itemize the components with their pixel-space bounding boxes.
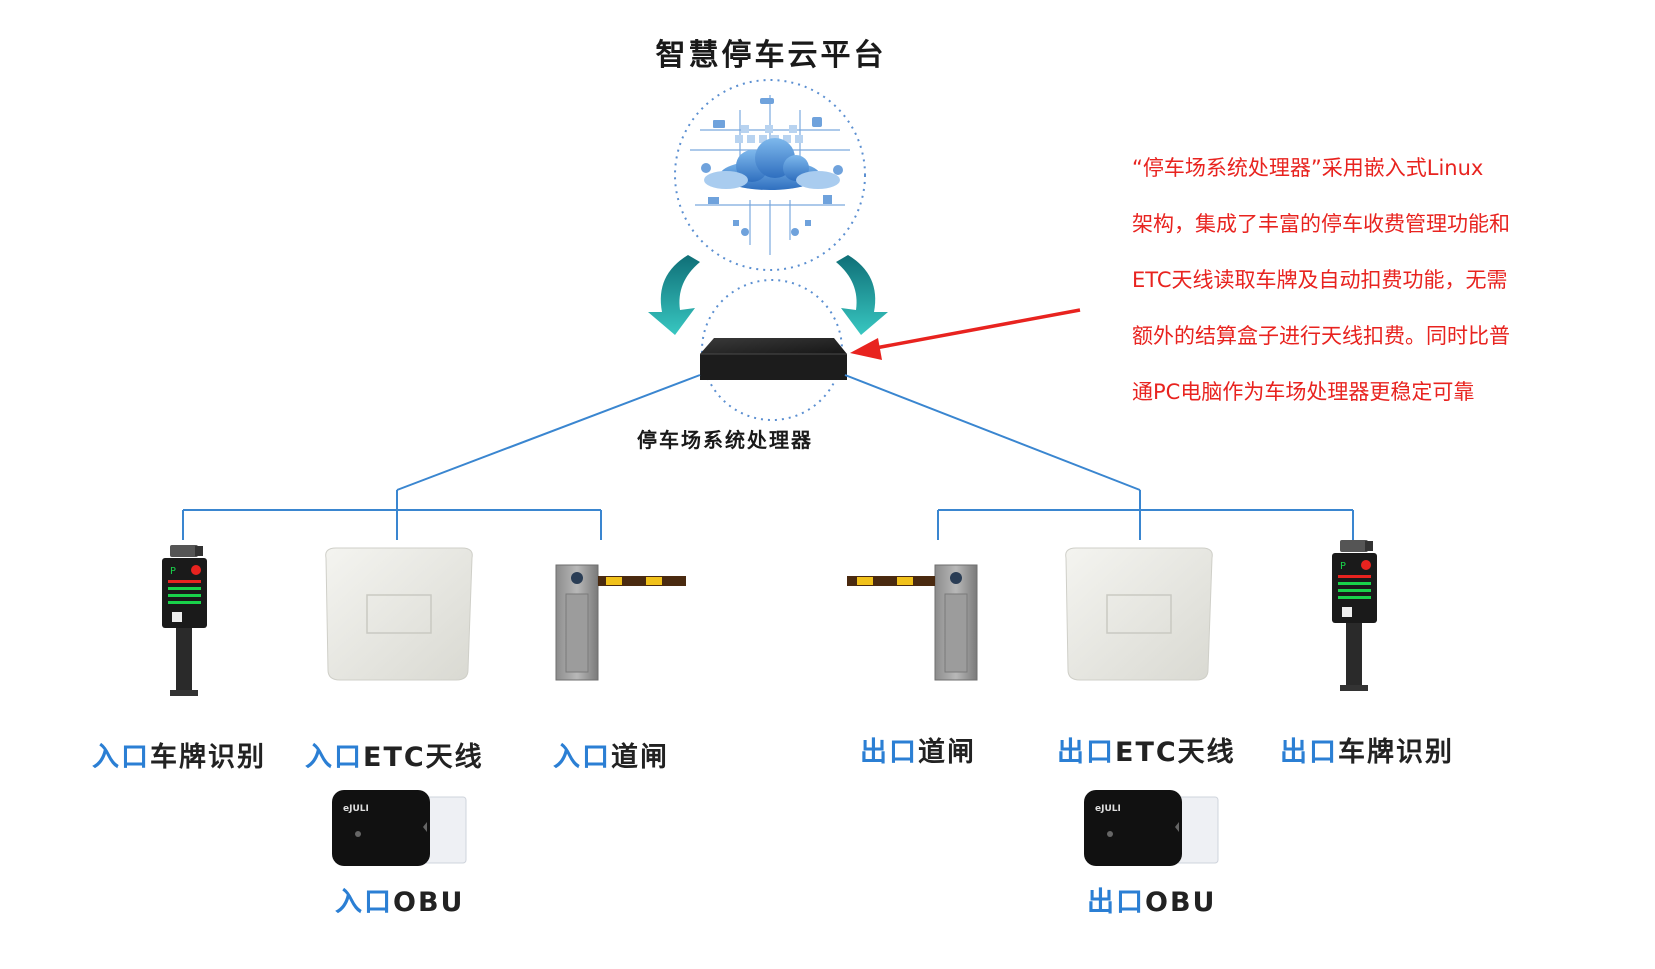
- entry-obu-prefix: 入口: [335, 887, 393, 918]
- right-down-arrow: [836, 255, 888, 335]
- entry-etc-label: 入口ETC天线: [305, 735, 484, 774]
- entry-obu-label: 入口OBU: [335, 880, 464, 919]
- exit-lpr-label: 出口车牌识别: [1280, 730, 1454, 769]
- exit-obu-name: OBU: [1145, 887, 1217, 918]
- entry-lpr-camera: P: [162, 545, 207, 696]
- cloud-platform-graphic: [674, 79, 866, 271]
- exit-barrier-gate: [847, 564, 978, 681]
- entry-lpr-label: 入口车牌识别: [92, 735, 266, 774]
- entry-lpr-prefix: 入口: [92, 742, 150, 773]
- exit-etc-name: ETC天线: [1115, 737, 1236, 768]
- page-title: 智慧停车云平台: [655, 38, 887, 73]
- connection-lines: [182, 374, 1354, 540]
- note-line: ETC天线读取车牌及自动扣费功能，无需: [1132, 268, 1508, 292]
- exit-etc-prefix: 出口: [1057, 737, 1115, 768]
- entry-lpr-name: 车牌识别: [150, 742, 266, 773]
- note-line: 通PC电脑作为车场处理器更稳定可靠: [1132, 380, 1475, 404]
- entry-gate-prefix: 入口: [553, 742, 611, 773]
- entry-gate-label: 入口道闸: [553, 735, 669, 774]
- processor-graphic: [700, 279, 847, 421]
- entry-etc-prefix: 入口: [305, 742, 363, 773]
- entry-gate-name: 道闸: [611, 742, 669, 773]
- entry-obu: eJULI: [332, 790, 467, 866]
- red-pointer-arrow: [850, 308, 1081, 360]
- processor-label: 停车场系统处理器: [637, 428, 813, 452]
- note-line: 架构，集成了丰富的停车收费管理功能和: [1132, 212, 1510, 236]
- exit-obu-label: 出口OBU: [1087, 880, 1216, 919]
- note-line: 额外的结算盒子进行天线扣费。同时比普: [1132, 324, 1510, 348]
- left-down-arrow: [648, 255, 700, 335]
- exit-gate-prefix: 出口: [860, 737, 918, 768]
- exit-lpr-camera: P: [1332, 540, 1377, 691]
- exit-etc-label: 出口ETC天线: [1057, 730, 1236, 769]
- entry-obu-brand: eJULI: [343, 804, 369, 814]
- entry-barrier-gate: [555, 564, 686, 681]
- exit-lpr-prefix: 出口: [1280, 737, 1338, 768]
- svg-text:P: P: [1340, 561, 1346, 572]
- entry-obu-name: OBU: [393, 887, 465, 918]
- processor-note: “停车场系统处理器”采用嵌入式Linux 架构，集成了丰富的停车收费管理功能和 …: [1132, 140, 1552, 420]
- exit-obu-brand: eJULI: [1095, 804, 1121, 814]
- entry-etc-name: ETC天线: [363, 742, 484, 773]
- exit-obu: eJULI: [1084, 790, 1219, 866]
- exit-gate-name: 道闸: [918, 737, 976, 768]
- entry-etc-antenna: [325, 547, 473, 681]
- exit-lpr-name: 车牌识别: [1338, 737, 1454, 768]
- exit-gate-label: 出口道闸: [860, 730, 976, 769]
- exit-obu-prefix: 出口: [1087, 887, 1145, 918]
- note-line: “停车场系统处理器”采用嵌入式Linux: [1132, 156, 1484, 180]
- svg-text:P: P: [170, 566, 176, 577]
- exit-etc-antenna: [1065, 547, 1213, 681]
